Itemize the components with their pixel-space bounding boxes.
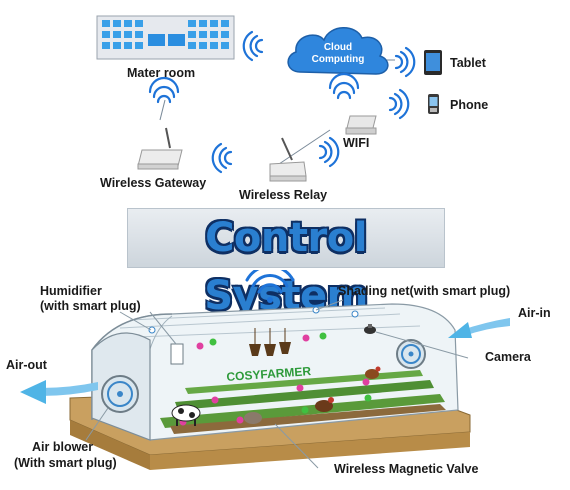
sensor-lights — [179, 332, 372, 426]
cloud-label-line1: Cloud — [324, 42, 352, 53]
air-in-arrow-icon — [448, 318, 510, 338]
wifi-signal-icon — [388, 88, 410, 120]
wireless-gateway-label: Wireless Gateway — [100, 176, 207, 190]
banner-title: Control System — [204, 215, 368, 319]
wifi-signal-icon — [211, 142, 233, 174]
phone-icon — [428, 94, 439, 114]
air-out-arrow-icon — [20, 380, 98, 404]
humidifier-device-icon — [170, 343, 184, 365]
greenhouse-diagram: COSYFARMER — [20, 270, 510, 470]
air-blower-label-line1: Air blower — [32, 440, 94, 454]
network-diagram: Cloud Computing — [96, 15, 442, 182]
wifi-label: WIFI — [343, 136, 370, 150]
brand-label: COSYFARMER — [226, 364, 312, 384]
callout-lines — [85, 299, 469, 469]
goat-icon — [244, 412, 262, 424]
wifi-signal-icon — [245, 270, 295, 303]
wifi-signal-icon — [148, 76, 180, 104]
wifi-signal-icon — [242, 30, 264, 62]
camera-label: Camera — [485, 350, 531, 364]
chicken-icon — [315, 397, 334, 412]
control-system-banner: Control System — [127, 208, 445, 319]
magnetic-valve-label: Wireless Magnetic Valve — [334, 462, 479, 476]
plug-dot — [148, 326, 156, 334]
tablet-icon — [424, 50, 442, 75]
wireless-relay-icon — [269, 137, 307, 182]
lamp-icon — [249, 328, 291, 356]
chicken-icon — [365, 366, 381, 379]
air-out-label: Air-out — [6, 358, 47, 372]
wireless-gateway-icon — [137, 127, 183, 170]
wifi-signal-icon — [318, 136, 340, 168]
wifi-signal-icon — [328, 72, 360, 100]
shading-net-label: Shading net(with smart plug) — [338, 284, 511, 298]
master-room-label: Mater room — [127, 66, 196, 80]
plug-dot — [351, 310, 359, 318]
camera-icon — [364, 324, 376, 334]
cow-icon — [171, 404, 201, 426]
connection-lines — [159, 59, 395, 171]
cloud-computing-icon — [287, 27, 389, 75]
cloud-label-line2: Computing — [312, 54, 365, 65]
master-room-building-icon — [96, 15, 235, 60]
air-blower-label-line2: (With smart plug) — [14, 456, 117, 470]
air-blower-fan-icon — [101, 375, 139, 413]
tablet-label: Tablet — [450, 56, 486, 70]
wireless-relay-label: Wireless Relay — [239, 188, 328, 202]
air-in-label: Air-in — [518, 306, 551, 320]
wifi-router-icon — [345, 115, 377, 135]
humidifier-label-line2: (with smart plug) — [40, 299, 141, 313]
air-in-fan-icon — [396, 339, 426, 369]
wifi-signal-icon — [394, 46, 416, 78]
phone-label: Phone — [450, 98, 489, 112]
humidifier-label-line1: Humidifier — [40, 284, 102, 298]
